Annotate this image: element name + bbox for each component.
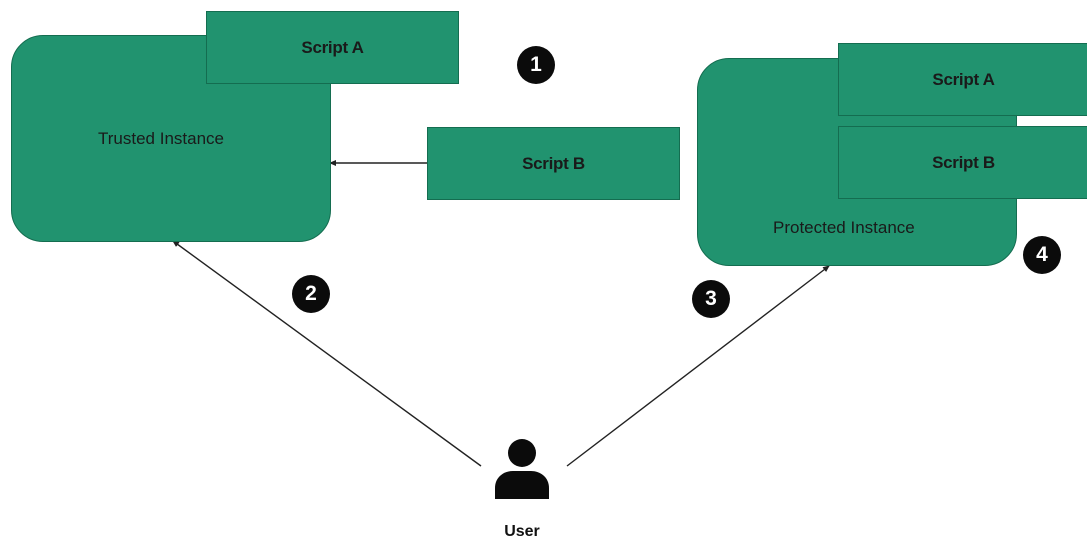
trusted-script-b-box: Script B	[427, 127, 680, 200]
step-badge-2: 2	[292, 275, 330, 313]
step-badge-3: 3	[692, 280, 730, 318]
trusted-script-a-box: Script A	[206, 11, 459, 84]
trusted-script-a-label: Script A	[301, 37, 364, 57]
protected-instance-label: Protected Instance	[773, 218, 915, 237]
step-badge-1: 1	[517, 46, 555, 84]
user-to-protected-arrow	[566, 265, 830, 467]
protected-script-a-box: Script A	[838, 43, 1087, 116]
protected-script-b-label: Script B	[932, 152, 995, 172]
user-to-trusted-arrow	[172, 240, 482, 467]
trusted-script-b-label: Script B	[522, 153, 585, 173]
user-label: User	[504, 523, 540, 540]
protected-script-a-label: Script A	[932, 69, 995, 89]
step-badge-4: 4	[1023, 236, 1061, 274]
trusted-instance-label: Trusted Instance	[98, 129, 224, 148]
user-icon	[495, 439, 549, 499]
protected-script-b-box: Script B	[838, 126, 1087, 199]
